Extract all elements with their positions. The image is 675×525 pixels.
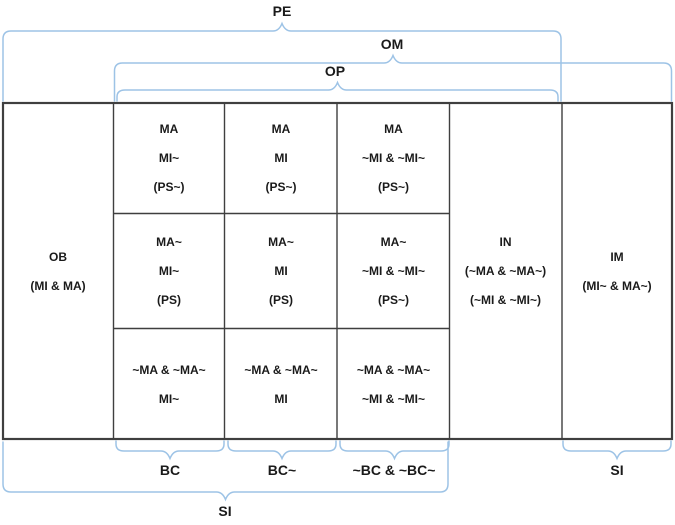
cell-line: MI~ xyxy=(158,151,180,165)
cell-line: MA xyxy=(159,122,179,136)
cell-line: IN xyxy=(499,235,512,249)
cell-line: (PS~) xyxy=(153,180,185,194)
grid-cell-r2c2: MA~ MI (PS) xyxy=(225,214,337,327)
cell-line: (PS~) xyxy=(377,180,409,194)
cell-line: MI~ xyxy=(158,263,180,278)
cell-line: MA~ xyxy=(156,234,182,249)
op-brace xyxy=(116,80,559,102)
op-label: OP xyxy=(324,63,346,79)
cell-line: MI xyxy=(274,151,288,165)
bc-tilde-label: BC~ xyxy=(267,462,297,478)
cell-line: (MI~ & MA~) xyxy=(582,278,652,293)
cell-line: (PS~) xyxy=(377,292,409,307)
grid-cell-r2c3: MA~ ~MI & ~MI~ (PS~) xyxy=(338,214,449,327)
column-lines xyxy=(112,103,563,439)
cell-line: IM xyxy=(610,249,624,264)
cell-line: (~MI & ~MI~) xyxy=(469,293,541,307)
bc-tilde-brace xyxy=(227,440,337,461)
grid-cell-r3c2: ~MA & ~MA~ MI xyxy=(225,329,337,439)
row-lines xyxy=(113,212,450,330)
in-cell: IN (~MA & ~MA~) (~MI & ~MI~) xyxy=(450,103,561,439)
si-wide-brace xyxy=(2,441,449,502)
grid-cell-r3c3: ~MA & ~MA~ ~MI & ~MI~ xyxy=(338,329,449,439)
im-cell: IM (MI~ & MA~) xyxy=(562,103,672,439)
cell-line: MI xyxy=(274,263,288,278)
cell-line: ~MI & ~MI~ xyxy=(361,151,426,165)
grid-cell-r1c1: MA MI~ (PS~) xyxy=(114,103,224,213)
pe-label: PE xyxy=(272,3,292,19)
grid-cell-r3c1: ~MA & ~MA~ MI~ xyxy=(114,329,224,439)
cell-line: (PS) xyxy=(269,292,293,307)
grid-cell-r2c1: MA~ MI~ (PS) xyxy=(114,214,224,327)
cell-line: MA~ xyxy=(268,234,294,249)
bc-brace xyxy=(115,440,225,461)
grid-cell-r1c3: MA ~MI & ~MI~ (PS~) xyxy=(338,103,449,213)
cell-line: MI xyxy=(274,391,288,406)
cell-line: MA xyxy=(384,122,403,136)
cell-line: ~MA & ~MA~ xyxy=(356,362,431,377)
grid-cell-r1c2: MA MI (PS~) xyxy=(225,103,337,213)
om-brace xyxy=(113,53,673,102)
ob-cell: OB (MI & MA) xyxy=(3,103,113,439)
si-right-brace xyxy=(562,440,672,461)
om-label: OM xyxy=(380,36,404,52)
not-bc-label: ~BC & ~BC~ xyxy=(352,462,436,478)
cell-line: (MI & MA) xyxy=(30,278,86,293)
cell-line: MI~ xyxy=(158,391,180,406)
bc-label: BC xyxy=(159,462,181,478)
cell-line: (PS~) xyxy=(265,180,297,194)
pe-brace xyxy=(2,21,562,102)
cell-line: ~MI & ~MI~ xyxy=(361,391,426,406)
si-wide-label: SI xyxy=(218,503,232,519)
cell-line: ~MI & ~MI~ xyxy=(361,263,426,278)
cell-line: MA~ xyxy=(380,234,407,249)
cell-line: ~MA & ~MA~ xyxy=(132,362,206,377)
cell-line: (~MA & ~MA~) xyxy=(464,264,547,278)
cell-line: OB xyxy=(49,249,67,264)
cell-line: (PS) xyxy=(157,292,181,307)
cell-line: ~MA & ~MA~ xyxy=(244,362,318,377)
not-bc-brace xyxy=(339,440,450,461)
si-right-label: SI xyxy=(610,462,624,478)
cell-line: MA xyxy=(271,122,291,136)
